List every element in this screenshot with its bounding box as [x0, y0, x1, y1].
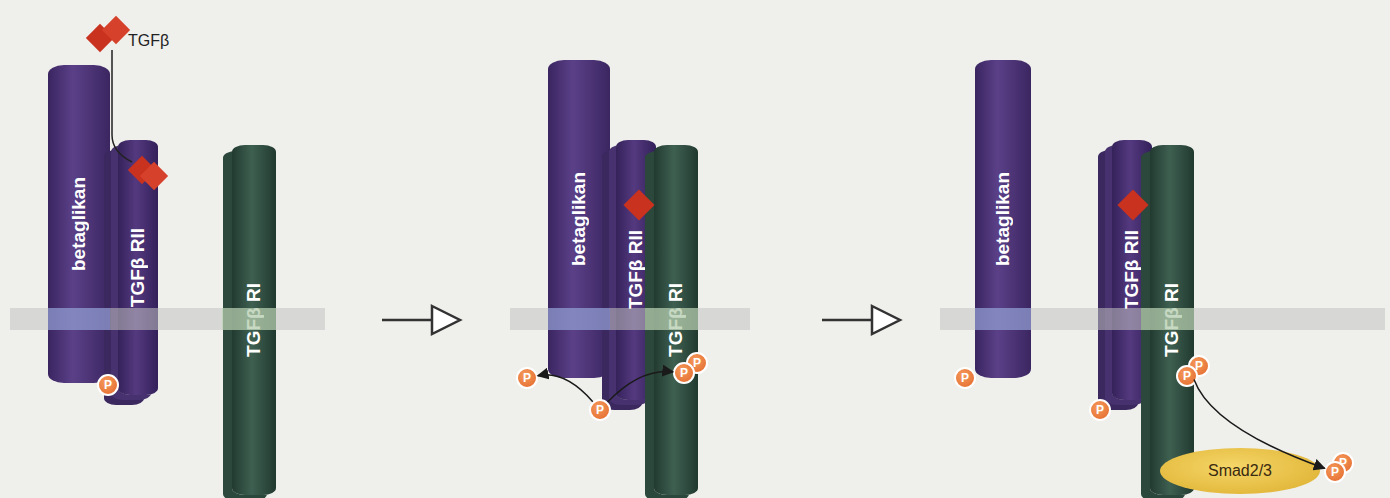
- phosphate-label: P: [1096, 404, 1104, 416]
- ligand-diamond: [102, 16, 130, 44]
- step-arrow-shaft: [822, 319, 872, 322]
- phosphate-label: P: [693, 357, 701, 369]
- node-label: TGFβ RII: [1121, 230, 1143, 309]
- receptor-cylinder: TGFβ RI: [1150, 145, 1194, 495]
- phosphate-circle: P: [516, 367, 538, 389]
- step-arrow-head: [432, 306, 460, 334]
- step-arrow-head: [872, 306, 900, 334]
- node-label: TGFβ RII: [625, 230, 647, 309]
- phosphate-label: P: [596, 404, 604, 416]
- phosphate-label: P: [104, 379, 112, 391]
- receptor-cylinder: TGFβ RI: [654, 145, 698, 495]
- receptor-cylinder: TGFβ RII: [1112, 140, 1152, 400]
- phosphorylation-arrow: [1194, 379, 1325, 468]
- node-label: TGFβ RI: [243, 283, 265, 357]
- node-label: betaglikan: [68, 177, 90, 271]
- phosphate-label: P: [961, 372, 969, 384]
- phosphate-circle: P: [1089, 399, 1111, 421]
- step-arrow-shaft: [382, 319, 432, 322]
- phosphate-label: P: [1183, 370, 1191, 382]
- phosphate-circle: P: [1176, 365, 1198, 387]
- ligand-diamond: [86, 24, 114, 52]
- phosphate-circle: P: [673, 362, 695, 384]
- coreceptor-cylinder: betaglikan: [548, 60, 610, 378]
- node-label: TGFβ RI: [665, 283, 687, 357]
- phosphate-label: P: [523, 372, 531, 384]
- node-label: betaglikan: [992, 172, 1014, 266]
- smad-ellipse: Smad2/3: [1160, 448, 1320, 494]
- node-label: betaglikan: [568, 172, 590, 266]
- receptor-cylinder: TGFβ RI: [232, 145, 276, 495]
- node-label: TGFβ RI: [1161, 283, 1183, 357]
- phosphate-circle: P: [97, 374, 119, 396]
- ligand-label: TGFβ: [128, 32, 169, 50]
- receptor-cylinder: TGFβ RII: [616, 140, 656, 400]
- coreceptor-cylinder: betaglikan: [975, 60, 1031, 378]
- phosphate-label: P: [680, 367, 688, 379]
- receptor-cylinder: TGFβ RII: [118, 140, 158, 395]
- node-label: Smad2/3: [1208, 462, 1272, 480]
- phosphorylation-arrow: [538, 375, 593, 402]
- phosphate-circle: P: [954, 367, 976, 389]
- phosphate-label: P: [1331, 466, 1339, 478]
- phosphate-circle: P: [589, 399, 611, 421]
- phosphate-circle: P: [1324, 461, 1346, 483]
- coreceptor-cylinder: betaglikan: [48, 65, 110, 383]
- phosphorylation-arrow: [608, 371, 673, 402]
- node-label: TGFβ RII: [127, 228, 149, 307]
